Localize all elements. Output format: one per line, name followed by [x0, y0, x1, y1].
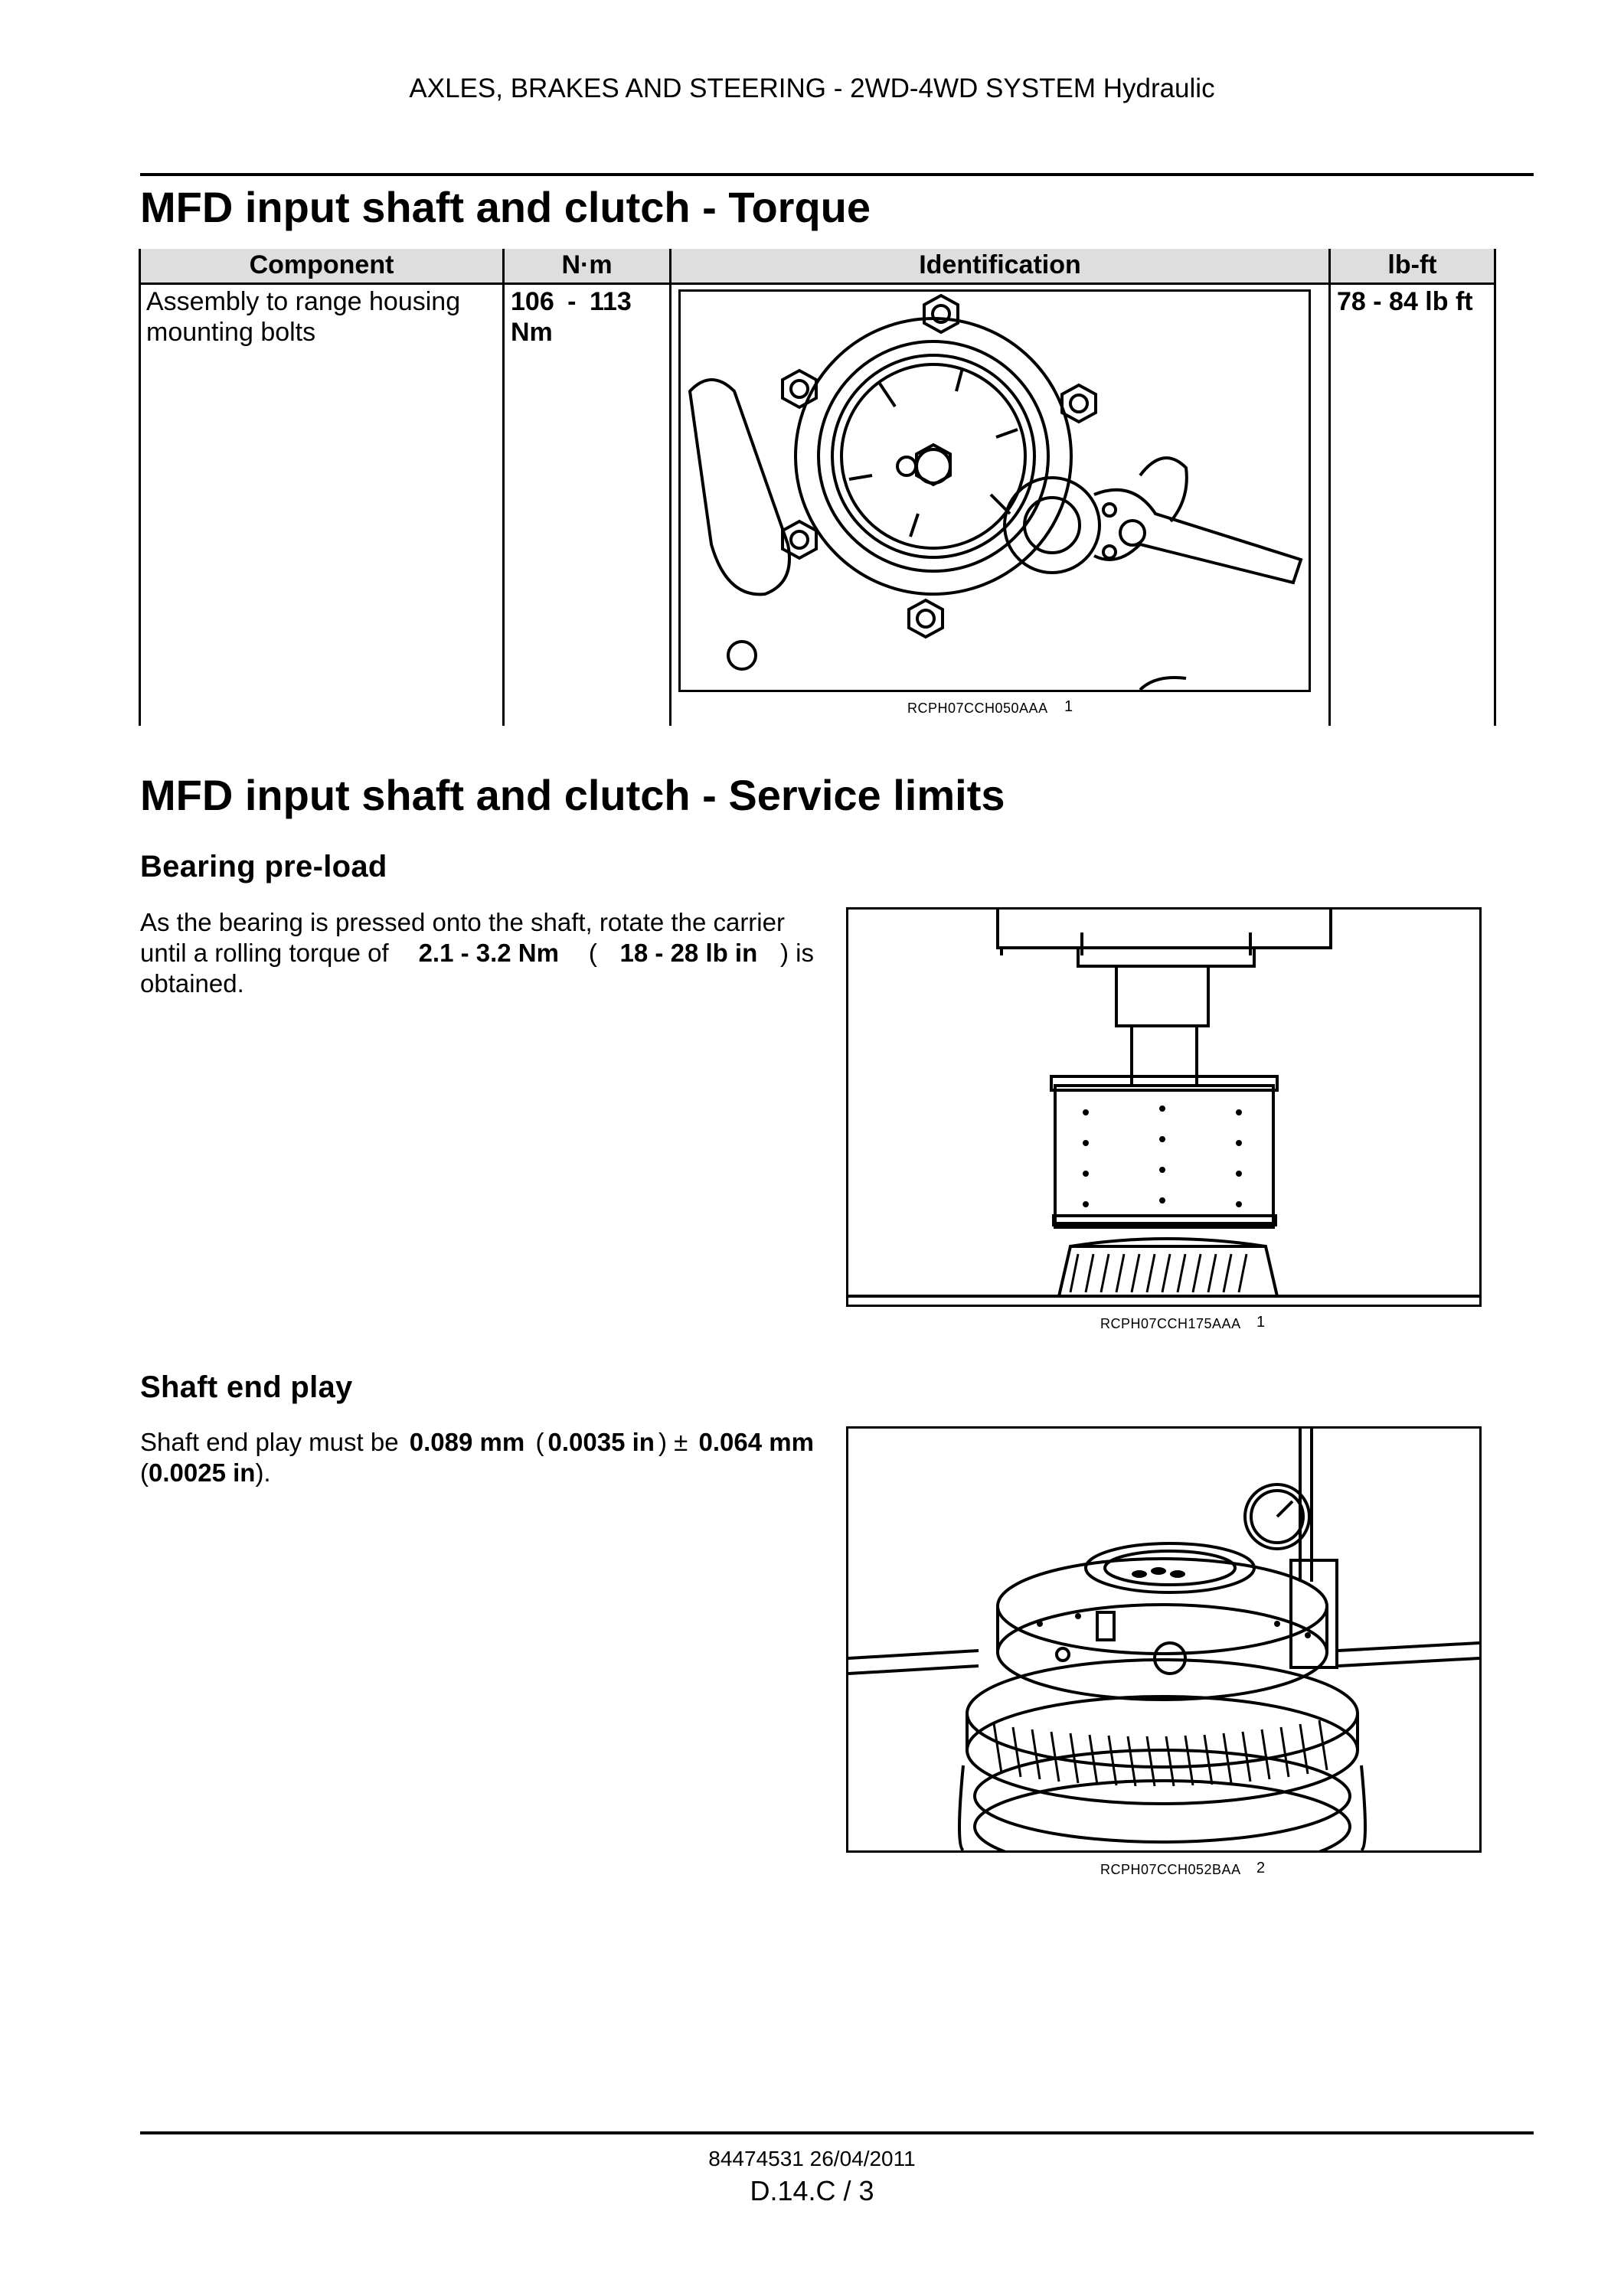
text-fragment: ) ±	[658, 1428, 695, 1456]
housing-bolt-illustration	[688, 293, 1303, 690]
table-divider	[1494, 249, 1496, 726]
figure-caption-number: 1	[1064, 698, 1073, 715]
dial-indicator-illustration	[848, 1429, 1479, 1850]
shaft-end-play-text: Shaft end play must be 0.089 mm (0.0035 …	[140, 1427, 814, 1488]
table-header-bg	[140, 249, 1495, 283]
text-fragment: ).	[255, 1458, 271, 1487]
figure-caption-code: RCPH07CCH050AAA	[907, 701, 1048, 716]
text-fragment: (	[581, 939, 597, 967]
table-divider	[139, 249, 141, 726]
figure-caption-number: 2	[1256, 1860, 1266, 1876]
figure-dial-indicator	[846, 1426, 1482, 1853]
heading-shaft-end-play: Shaft end play	[140, 1370, 353, 1404]
endplay-value-mm: 0.089 mm	[409, 1428, 525, 1456]
table-divider	[1328, 249, 1331, 726]
section-title-service-limits: MFD input shaft and clutch - Service lim…	[140, 771, 1005, 819]
text-fragment: (	[528, 1428, 544, 1456]
column-header-nm: N·m	[561, 250, 613, 279]
text-fragment: until a rolling torque of	[140, 939, 396, 967]
table-divider	[669, 249, 671, 726]
section-title-torque: MFD input shaft and clutch - Torque	[140, 183, 871, 231]
text-line: until a rolling torque of 2.1 - 3.2 Nm (…	[140, 938, 814, 968]
figure-housing-bolts	[678, 289, 1311, 692]
figure-caption-number: 1	[1256, 1314, 1266, 1331]
figure-caption-code: RCPH07CCH175AAA	[1100, 1316, 1241, 1331]
running-header: AXLES, BRAKES AND STEERING - 2WD-4WD SYS…	[409, 73, 1215, 103]
column-header-identification: Identification	[919, 250, 1081, 279]
text-fragment: ) is	[779, 939, 814, 967]
figure-bearing-press	[846, 907, 1482, 1307]
footer-doc-number: 84474531 26/04/2011	[708, 2147, 916, 2170]
torque-value-lbin: 18 - 28 lb in	[619, 939, 758, 967]
endplay-value-in: 0.0035 in	[547, 1428, 655, 1456]
figure-caption-code: RCPH07CCH052BAA	[1100, 1862, 1241, 1877]
nm-unit: Nm	[511, 318, 553, 347]
heading-bearing-preload: Bearing pre-load	[140, 850, 387, 883]
cell-component: Assembly to range housing mounting bolts	[146, 286, 498, 348]
text-line: Shaft end play must be 0.089 mm (0.0035 …	[140, 1427, 814, 1458]
nm-value: 106 - 113	[511, 287, 632, 316]
text-line: As the bearing is pressed onto the shaft…	[140, 908, 785, 936]
table-divider	[502, 249, 505, 726]
column-header-lbft: lb-ft	[1387, 250, 1437, 279]
cell-nm: 106 - 113 Nm	[511, 286, 664, 348]
footer-page-number: D.14.C / 3	[750, 2175, 874, 2206]
tolerance-value-in: 0.0025 in	[149, 1458, 256, 1487]
component-line: mounting bolts	[146, 318, 316, 347]
component-line: Assembly to range housing	[146, 287, 461, 316]
text-line: (0.0025 in).	[140, 1458, 814, 1488]
footer-rule	[140, 2131, 1534, 2134]
text-fragment: Shaft end play must be	[140, 1428, 406, 1456]
text-line: obtained.	[140, 969, 244, 998]
table-header-rule	[140, 283, 1495, 285]
column-header-component: Component	[249, 250, 394, 279]
bearing-press-illustration	[848, 910, 1479, 1298]
bearing-preload-text: As the bearing is pressed onto the shaft…	[140, 907, 814, 999]
cell-lbft: 78 - 84 lb ft	[1337, 287, 1473, 316]
header-rule	[140, 173, 1534, 176]
tolerance-value-mm: 0.064 mm	[698, 1428, 814, 1456]
text-fragment: (	[140, 1458, 149, 1487]
torque-value-nm: 2.1 - 3.2 Nm	[418, 939, 559, 967]
